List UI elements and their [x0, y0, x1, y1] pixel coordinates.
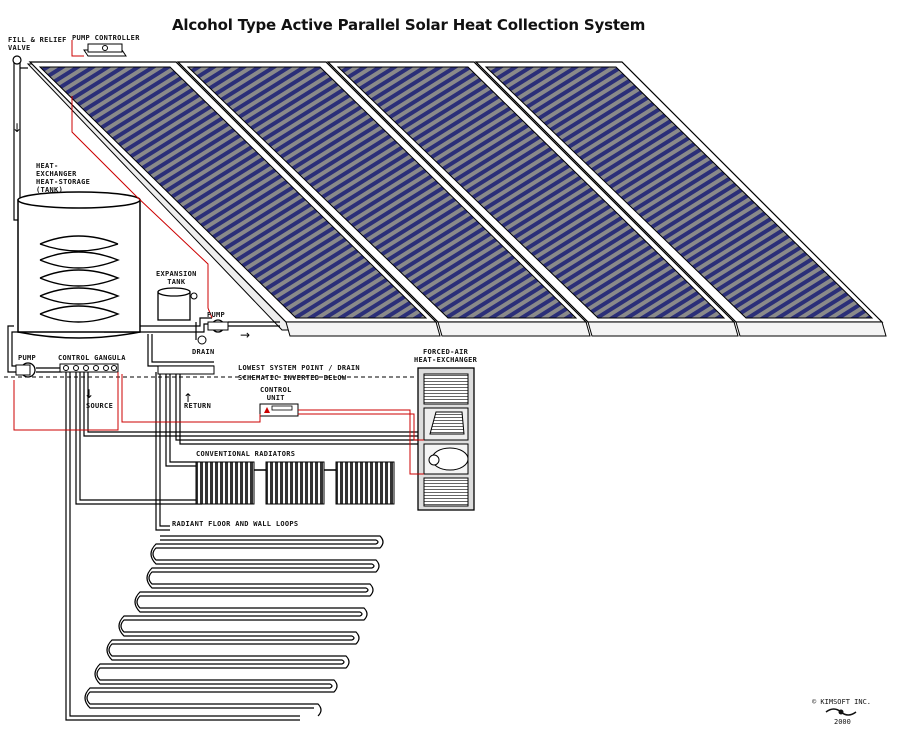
fill-relief-valve-icon: [12, 55, 22, 65]
page-title: Alcohol Type Active Parallel Solar Heat …: [172, 16, 646, 34]
control-wiring: [13, 40, 424, 475]
expansion-tank: [157, 287, 198, 321]
radiant-floor-loops: [84, 535, 384, 717]
collector-panel-2: [176, 61, 591, 337]
lowest-point-label: LOWEST SYSTEM POINT / DRAIN: [238, 364, 360, 372]
drain-valve-icon: [197, 335, 207, 345]
radiant-floor-label: RADIANT FLOOR AND WALL LOOPS: [172, 520, 299, 528]
tank-heat-exchanger-coil: [39, 235, 120, 323]
collector-panel-4: [474, 61, 887, 337]
control-unit-label: CONTROL UNIT: [260, 386, 292, 402]
radiator-2: [265, 461, 325, 505]
kimsoft-logo-icon: [825, 708, 857, 716]
fill-relief-valve-label: FILL & RELIEF VALVE: [8, 36, 67, 52]
flow-arrow-down-icon: ↓: [12, 121, 22, 135]
forced-air-heat-exchanger: [417, 367, 475, 511]
copyright-line-2: 2000: [834, 718, 851, 726]
expansion-gauge-icon: [190, 292, 198, 300]
control-gangula-manifold: [59, 363, 119, 373]
control-unit-device: [259, 403, 299, 417]
radiator-1: [195, 461, 255, 505]
roof-pump-label: PUMP: [207, 311, 226, 319]
schematic-inverted-label: SCHEMATIC INVERTED BELOW: [238, 374, 347, 382]
left-pump: [15, 362, 36, 378]
conventional-radiators-label: CONVENTIONAL RADIATORS: [196, 450, 296, 458]
pump-controller-device: [83, 43, 127, 57]
expansion-tank-label: EXPANSION TANK: [156, 270, 197, 286]
flow-arrow-right-icon: →: [240, 328, 250, 342]
heat-exchanger-tank-label: HEAT- EXCHANGER HEAT-STORAGE (TANK): [36, 162, 91, 194]
collector-panel-3: [326, 61, 739, 337]
pump-controller-label: PUMP CONTROLLER: [72, 34, 140, 42]
conventional-radiators: [195, 461, 395, 505]
return-label: RETURN: [184, 402, 212, 410]
drain-label: DRAIN: [192, 348, 215, 356]
return-arrow-up-icon: ↑: [183, 391, 193, 405]
control-gangula-label: CONTROL GANGULA: [58, 354, 126, 362]
copyright-line-1: © KIMSOFT INC.: [812, 698, 872, 706]
forced-air-label: FORCED-AIR HEAT-EXCHANGER: [414, 348, 478, 364]
radiator-3: [335, 461, 395, 505]
source-label: SOURCE: [86, 402, 114, 410]
storage-tank: [17, 191, 141, 339]
left-pump-label: PUMP: [18, 354, 37, 362]
return-manifold: [157, 365, 215, 375]
collector-panel-1: [28, 61, 441, 337]
source-arrow-down-icon: ↓: [84, 387, 94, 401]
collector-array: [26, 61, 887, 337]
roof-pump: [197, 319, 229, 345]
